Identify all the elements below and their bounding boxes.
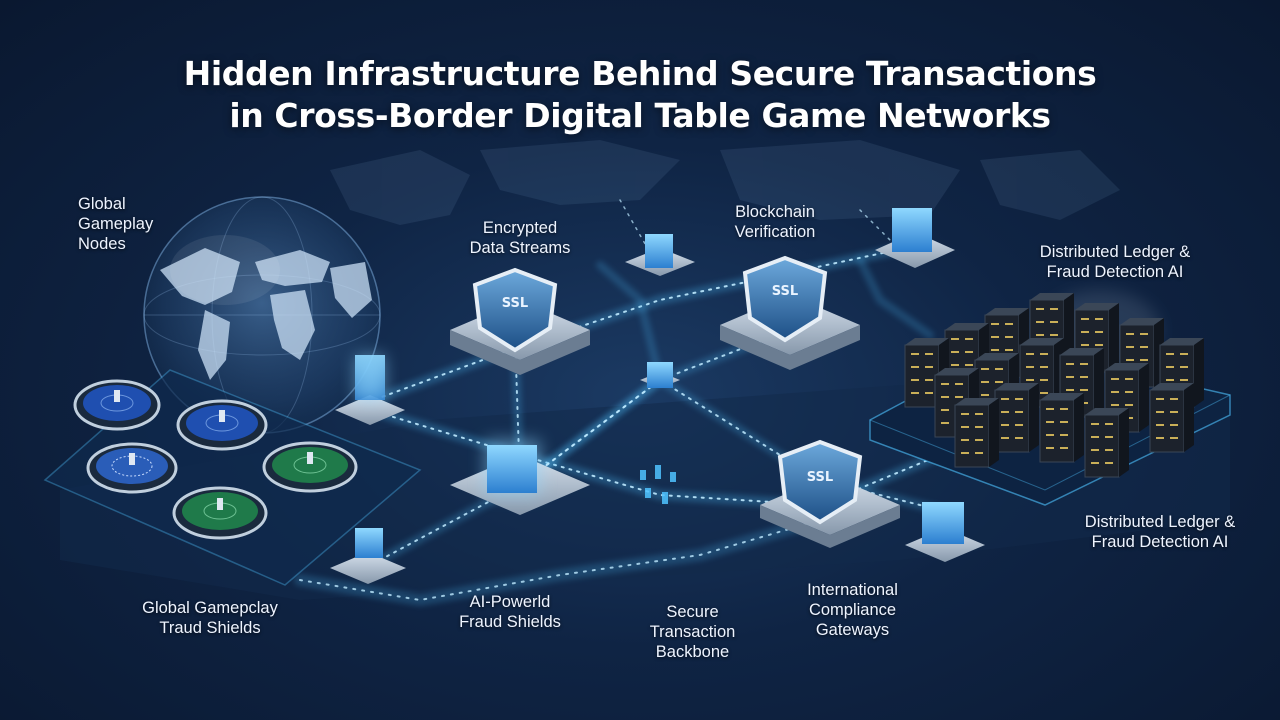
- backbone-nodes: [640, 465, 676, 504]
- ssl-shield-icon: [760, 439, 900, 548]
- data-cube-icon: [875, 208, 955, 268]
- ssl-shield-icon: [450, 267, 590, 375]
- ssl-badge-middle: SSL: [771, 284, 799, 299]
- globe-icon: [143, 196, 381, 434]
- data-cube-icon: [330, 528, 406, 584]
- server-rack-icon: [869, 290, 1231, 506]
- game-table-icon: [176, 399, 268, 451]
- data-cube-icon: [640, 362, 680, 388]
- page-subtitle: in Cross-Border Digital Table Game Netwo…: [229, 96, 1051, 135]
- world-map-backdrop: [330, 140, 1120, 225]
- label-distributed-ledger-bottom: Distributed Ledger &Fraud Detection AI: [1084, 513, 1236, 551]
- data-cube-icon: [450, 440, 590, 515]
- data-cube-icon: [905, 502, 985, 562]
- game-table-icon: [172, 486, 268, 540]
- data-cube-icon: [625, 234, 695, 276]
- game-table-icon: [262, 441, 358, 493]
- game-table-icon: [86, 442, 178, 494]
- ssl-shield-icon: [720, 255, 860, 370]
- data-cube-icon: [335, 355, 405, 425]
- ssl-badge-bottom: SSL: [806, 470, 834, 485]
- game-table-icon: [73, 379, 161, 431]
- ssl-badge-left: SSL: [501, 296, 529, 311]
- page-title: Hidden Infrastructure Behind Secure Tran…: [183, 54, 1097, 93]
- label-distributed-ledger-top: Distributed Ledger &Fraud Detection AI: [1039, 243, 1191, 281]
